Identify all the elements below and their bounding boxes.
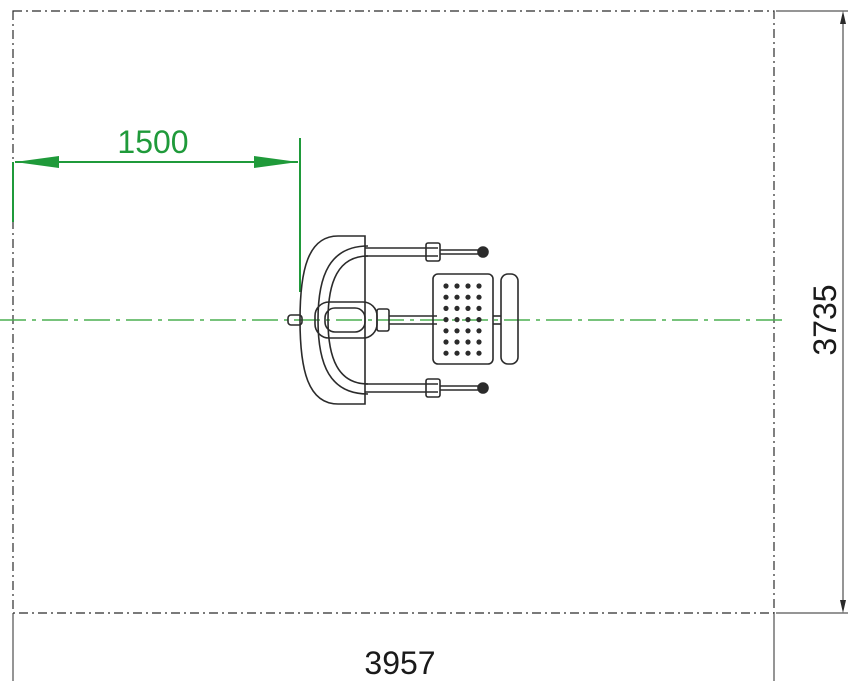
grip-dot	[443, 317, 449, 323]
grip-dot	[465, 294, 471, 300]
grip-dot	[454, 339, 460, 345]
grip-dot	[443, 328, 449, 334]
grip-dot	[454, 283, 460, 289]
grip-dot	[443, 283, 449, 289]
grip-dot	[476, 350, 482, 356]
grip-dot	[465, 339, 471, 345]
grip-dot	[443, 305, 449, 311]
grip-dot	[465, 305, 471, 311]
grip-dot	[476, 305, 482, 311]
grip-dot	[443, 350, 449, 356]
safety-zone-boundary	[12, 10, 775, 614]
grip-dot	[465, 350, 471, 356]
equipment-top-view	[287, 235, 519, 405]
foot-plate-grip-dots	[443, 283, 482, 356]
depth-dimension	[776, 10, 848, 614]
grip-dot	[465, 317, 471, 323]
grip-dot	[476, 283, 482, 289]
grip-dot	[476, 339, 482, 345]
depth-dimension-label: 3735	[807, 284, 843, 355]
grip-dot	[454, 328, 460, 334]
grip-dot	[443, 339, 449, 345]
grip-dot	[454, 294, 460, 300]
width-dimension	[12, 613, 775, 681]
offset-dimension	[12, 138, 301, 292]
grip-dot	[443, 294, 449, 300]
grip-dot	[454, 317, 460, 323]
grip-dot	[465, 328, 471, 334]
grip-dot	[454, 350, 460, 356]
grip-dot	[454, 305, 460, 311]
offset-dimension-label: 1500	[117, 124, 188, 160]
grip-dot	[476, 317, 482, 323]
grip-dot	[476, 328, 482, 334]
grip-dot	[465, 283, 471, 289]
width-dimension-label: 3957	[364, 645, 435, 681]
grip-dot	[476, 294, 482, 300]
